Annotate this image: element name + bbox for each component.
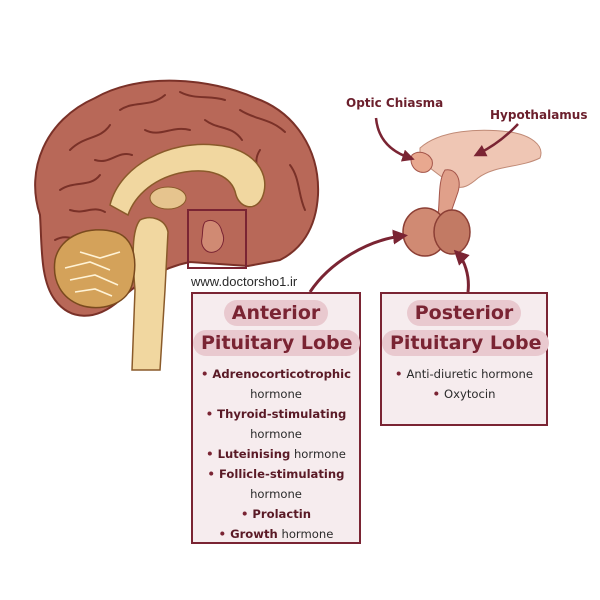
hormone-name: Thyroid-stimulating	[217, 407, 347, 421]
posterior-hormone-list: •Anti-diuretic hormone•Oxytocin	[382, 364, 546, 404]
posterior-lobe-shape	[433, 209, 471, 255]
hormone-item: •Luteinising hormone	[197, 444, 355, 464]
bullet-icon: •	[240, 507, 249, 521]
hormone-suffix: hormone	[290, 447, 346, 461]
anterior-title-line2: Pituitary Lobe	[193, 330, 361, 356]
thalamus	[149, 186, 187, 210]
hormone-item: •Growth hormone	[197, 524, 355, 544]
anterior-lobe-connector	[308, 229, 408, 293]
bullet-icon: •	[207, 467, 215, 481]
pituitary-in-brain	[201, 219, 225, 253]
hormone-name: Growth	[230, 527, 278, 541]
hormone-name: Prolactin	[252, 507, 312, 521]
posterior-title-line1: Posterior	[406, 300, 522, 326]
hormone-item: •Adrenocorticotrophic hormone	[197, 364, 355, 404]
hormone-suffix: hormone	[250, 487, 302, 501]
brainstem	[131, 217, 169, 371]
hormone-item: •Follicle-stimulating hormone	[197, 464, 355, 504]
hormone-name: Luteinising	[217, 447, 291, 461]
optic-chiasma-arrow	[374, 117, 415, 162]
hormone-suffix: Oxytocin	[443, 387, 496, 401]
hormone-item: •Thyroid-stimulating hormone	[197, 404, 355, 444]
hypothalamus-label: Hypothalamus	[490, 108, 588, 122]
posterior-lobe-connector	[453, 249, 470, 293]
bullet-icon: •	[395, 367, 403, 381]
hormone-name: Adrenocorticotrophic	[212, 367, 352, 381]
bullet-icon: •	[432, 387, 440, 401]
corpus-callosum	[109, 143, 266, 217]
hypothalamus-tissue	[419, 129, 542, 188]
optic-chiasma-label: Optic Chiasma	[346, 96, 444, 110]
hypothalamus-arrow	[473, 123, 519, 157]
pituitary-highlight-box	[187, 209, 247, 269]
posterior-lobe-panel: Posterior Pituitary Lobe •Anti-diuretic …	[380, 292, 550, 426]
cerebellum-folia	[64, 251, 121, 297]
hormone-suffix: hormone	[277, 527, 334, 541]
hormone-suffix: hormone	[250, 427, 302, 441]
bullet-icon: •	[206, 447, 214, 461]
bullet-icon: •	[218, 527, 227, 541]
cerebellum	[53, 229, 136, 309]
hormone-item: •Anti-diuretic hormone	[386, 364, 542, 384]
posterior-title-line2: Pituitary Lobe	[382, 330, 550, 356]
anterior-lobe-panel: Anterior Pituitary Lobe •Adrenocorticotr…	[191, 292, 361, 544]
anterior-title-line1: Anterior	[223, 300, 329, 326]
hormone-name: Follicle-stimulating	[218, 467, 345, 481]
bullet-icon: •	[200, 367, 209, 381]
hormone-suffix: hormone	[250, 387, 302, 401]
hormone-suffix: Anti-diuretic hormone	[406, 367, 533, 381]
optic-chiasma-shape	[410, 151, 433, 173]
hormone-item: •Prolactin	[197, 504, 355, 524]
hormone-item: •Oxytocin	[386, 384, 542, 404]
bullet-icon: •	[205, 407, 214, 421]
anterior-hormone-list: •Adrenocorticotrophic hormone•Thyroid-st…	[193, 364, 359, 544]
watermark-text: www.doctorsho1.ir	[191, 274, 298, 289]
